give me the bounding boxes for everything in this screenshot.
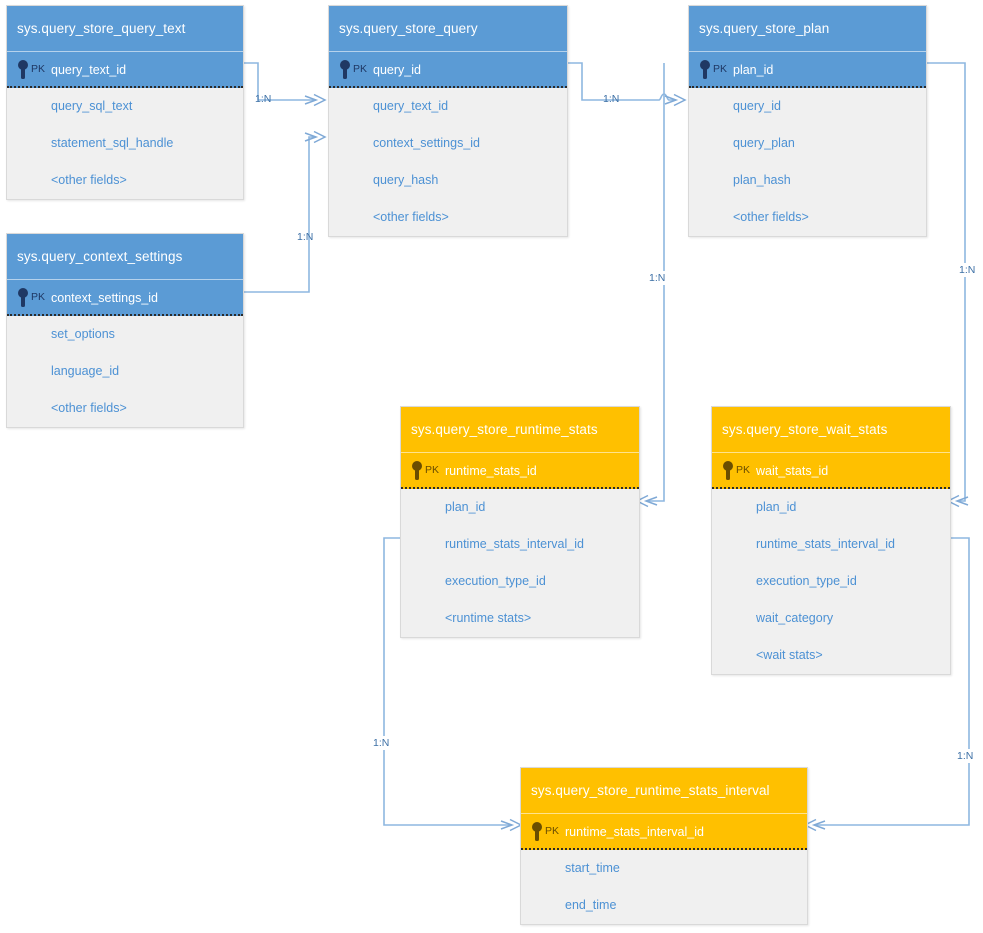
entity-primary-key-row[interactable]: PK query_id — [329, 51, 567, 88]
key-icon — [532, 822, 542, 841]
cardinality-label: 1:N — [959, 263, 976, 277]
entity-field: runtime_stats_interval_id — [756, 537, 895, 551]
pk-field-name: plan_id — [733, 63, 774, 77]
entity-query-store-plan[interactable]: sys.query_store_plan PK plan_id query_id… — [688, 5, 927, 237]
entity-primary-key-row[interactable]: PK plan_id — [689, 51, 926, 88]
entity-field: query_id — [733, 99, 781, 113]
entity-field: plan_id — [756, 500, 797, 514]
entity-field: start_time — [565, 861, 620, 875]
entity-title: sys.query_store_wait_stats — [712, 407, 950, 452]
entity-field: <runtime stats> — [445, 611, 532, 625]
entity-title: sys.query_store_runtime_stats_interval — [521, 768, 807, 813]
cardinality-label: 1:N — [297, 231, 314, 243]
entity-title: sys.query_context_settings — [7, 234, 243, 279]
entity-field: set_options — [51, 327, 115, 341]
entity-query-store-query-text[interactable]: sys.query_store_query_text PK query_text… — [6, 5, 244, 200]
connector-context-settings-to-query — [244, 130, 326, 293]
entity-primary-key-row[interactable]: PK query_text_id — [7, 51, 243, 88]
entity-title: sys.query_store_runtime_stats — [401, 407, 639, 452]
pk-field-name: wait_stats_id — [756, 464, 829, 478]
entity-primary-key-row[interactable]: PK wait_stats_id — [712, 452, 950, 489]
pk-badge: PK — [713, 63, 728, 75]
pk-badge: PK — [353, 63, 368, 75]
entity-field: query_sql_text — [51, 99, 133, 113]
entity-field: context_settings_id — [373, 136, 481, 150]
cardinality-label: 1:N — [957, 749, 974, 763]
entity-field: execution_type_id — [445, 574, 546, 588]
entity-title: sys.query_store_query — [329, 6, 567, 51]
pk-field-name: runtime_stats_interval_id — [565, 825, 704, 839]
entity-title: sys.query_store_plan — [689, 6, 926, 51]
entity-field-list: query_id query_plan plan_hash <other fie… — [689, 88, 926, 236]
pk-badge: PK — [31, 63, 46, 75]
entity-field: <other fields> — [733, 210, 809, 224]
entity-field-list: start_time end_time — [521, 850, 807, 924]
entity-field: <other fields> — [51, 173, 127, 187]
pk-badge: PK — [425, 464, 440, 476]
pk-field-name: context_settings_id — [51, 291, 159, 305]
entity-field-list: plan_id runtime_stats_interval_id execut… — [401, 489, 639, 637]
cardinality-label: 1:N — [373, 736, 390, 750]
entity-field: <wait stats> — [756, 648, 823, 662]
entity-field: statement_sql_handle — [51, 136, 174, 150]
entity-field: end_time — [565, 898, 617, 912]
key-icon — [723, 461, 733, 480]
key-icon — [700, 60, 710, 79]
entity-field-list: query_sql_text statement_sql_handle <oth… — [7, 88, 243, 199]
entity-field: query_plan — [733, 136, 795, 150]
pk-field-name: query_text_id — [51, 63, 127, 77]
key-icon — [18, 288, 28, 307]
key-icon — [340, 60, 350, 79]
key-icon — [18, 60, 28, 79]
cardinality-label: 1:N — [255, 93, 272, 105]
entity-field: <other fields> — [51, 401, 127, 415]
entity-field: <other fields> — [373, 210, 449, 224]
entity-query-store-runtime-stats[interactable]: sys.query_store_runtime_stats PK runtime… — [400, 406, 640, 638]
pk-field-name: runtime_stats_id — [445, 464, 537, 478]
cardinality-label: 1:N — [649, 271, 666, 285]
entity-field: language_id — [51, 364, 120, 378]
entity-field: plan_id — [445, 500, 486, 514]
entity-primary-key-row[interactable]: PK context_settings_id — [7, 279, 243, 316]
key-icon — [412, 461, 422, 480]
pk-field-name: query_id — [373, 63, 421, 77]
pk-badge: PK — [736, 464, 751, 476]
entity-field-list: set_options language_id <other fields> — [7, 316, 243, 427]
entity-field: runtime_stats_interval_id — [445, 537, 584, 551]
pk-badge: PK — [31, 291, 46, 303]
entity-field: execution_type_id — [756, 574, 857, 588]
cardinality-label: 1:N — [603, 93, 620, 105]
entity-title: sys.query_store_query_text — [7, 6, 243, 51]
entity-query-store-runtime-stats-interval[interactable]: sys.query_store_runtime_stats_interval P… — [520, 767, 808, 925]
entity-field: query_text_id — [373, 99, 449, 113]
entity-field: plan_hash — [733, 173, 791, 187]
entity-query-store-wait-stats[interactable]: sys.query_store_wait_stats PK wait_stats… — [711, 406, 951, 675]
pk-badge: PK — [545, 825, 560, 837]
entity-field-list: plan_id runtime_stats_interval_id execut… — [712, 489, 950, 674]
entity-query-store-query[interactable]: sys.query_store_query PK query_id query_… — [328, 5, 568, 237]
entity-field-list: query_text_id context_settings_id query_… — [329, 88, 567, 236]
connector-query-to-plan — [568, 62, 686, 107]
entity-query-context-settings[interactable]: sys.query_context_settings PK context_se… — [6, 233, 244, 428]
entity-field: wait_category — [756, 611, 834, 625]
entity-primary-key-row[interactable]: PK runtime_stats_interval_id — [521, 813, 807, 850]
entity-primary-key-row[interactable]: PK runtime_stats_id — [401, 452, 639, 489]
entity-field: query_hash — [373, 173, 439, 187]
